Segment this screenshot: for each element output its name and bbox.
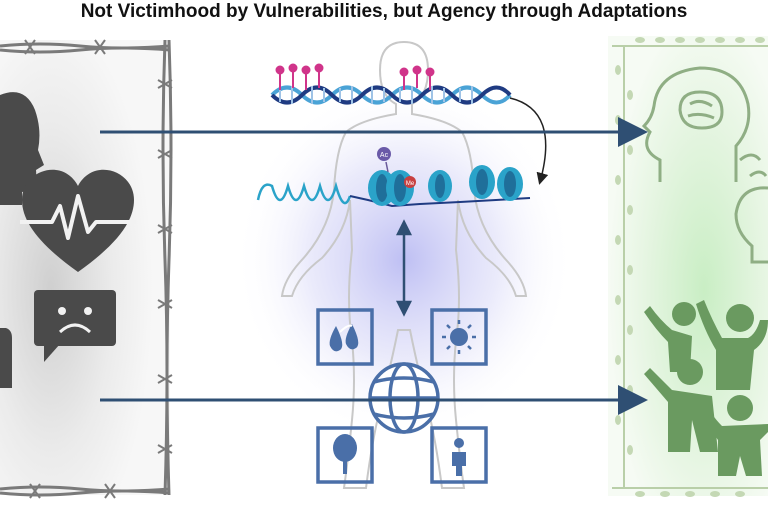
chromatin-fiber: Ac Me bbox=[256, 147, 531, 208]
lightbulb-icon bbox=[734, 186, 768, 264]
acetyl-mark bbox=[377, 147, 391, 161]
figure-title: Not Victimhood by Vulnerabilities, but A… bbox=[80, 1, 688, 22]
community-group-icon bbox=[644, 300, 768, 476]
nucleosomes bbox=[368, 165, 523, 206]
person-fragment-icon bbox=[0, 328, 12, 388]
dna-to-chromatin-arrow bbox=[509, 97, 549, 185]
tree-icon bbox=[316, 426, 374, 484]
methylation-marks bbox=[275, 63, 435, 90]
sun-icon bbox=[430, 308, 488, 366]
globe-icon bbox=[368, 362, 440, 434]
barbed-wire-frame bbox=[0, 39, 173, 499]
dna-helix bbox=[270, 85, 512, 105]
person-icon bbox=[430, 426, 488, 484]
gene-environment-double-arrow bbox=[395, 219, 413, 317]
right-adaptation-panel bbox=[608, 36, 768, 497]
methyl-label: Me bbox=[406, 181, 415, 187]
methyl-mark bbox=[404, 176, 416, 188]
acetyl-label: Ac bbox=[380, 152, 389, 159]
brain-growth-head-icon bbox=[641, 66, 768, 182]
sad-speech-bubble-icon bbox=[34, 290, 116, 362]
human-body-outline bbox=[280, 40, 528, 489]
left-vulnerability-panel bbox=[0, 39, 173, 499]
water-drops-icon bbox=[316, 308, 374, 366]
center-body-panel: Ac Me bbox=[234, 40, 574, 489]
heartbeat-icon bbox=[20, 169, 136, 272]
